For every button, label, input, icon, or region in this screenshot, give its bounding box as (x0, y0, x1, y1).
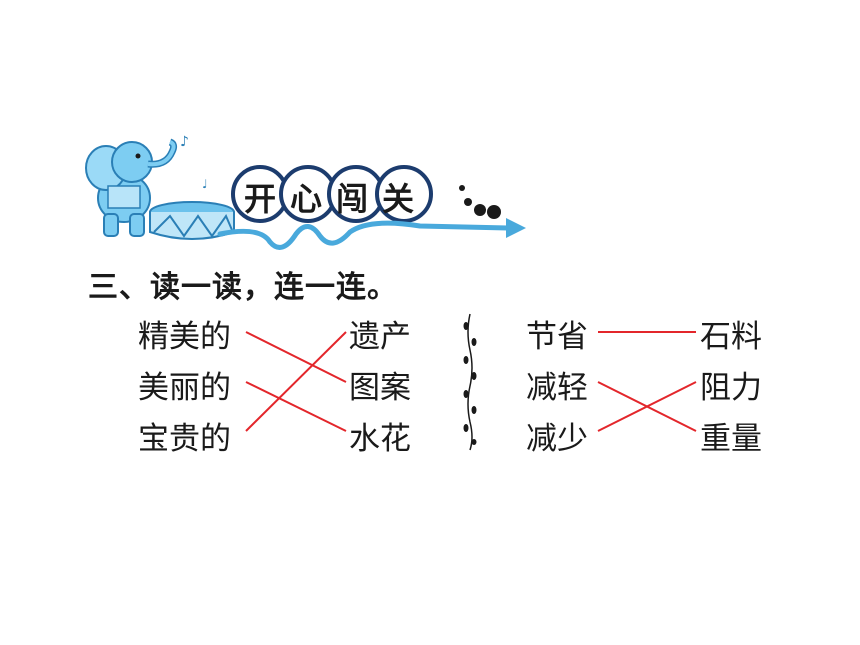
exercise-heading: 三、读一读，连一连。 (88, 270, 398, 305)
left-match-line-2 (245, 331, 347, 432)
svg-text:♪: ♪ (180, 134, 189, 150)
object-2: 重量 (700, 421, 762, 457)
right-connection-lines (597, 331, 697, 432)
adjective-2: 宝贵的 (138, 421, 231, 457)
left-connection-lines (245, 331, 347, 432)
left-match-line-0 (245, 331, 347, 383)
adjective-0: 精美的 (138, 319, 231, 355)
svg-text:♩: ♩ (202, 177, 208, 191)
object-0: 石料 (700, 319, 762, 355)
noun-2: 水花 (349, 421, 411, 457)
object-1: 阻力 (700, 370, 762, 406)
noun-0: 遗产 (349, 319, 411, 355)
banner-graphic (217, 165, 526, 250)
verb-0: 节省 (526, 319, 588, 355)
vine-divider (463, 313, 477, 451)
verb-2: 减少 (526, 421, 588, 457)
banner-title: 开心闯关 (244, 180, 429, 218)
elephant-drum-illustration: ♪ ♩ (85, 134, 235, 240)
verb-1: 减轻 (526, 370, 588, 406)
left-match-line-1 (245, 381, 347, 432)
right-match-line-2 (597, 381, 697, 432)
adjective-1: 美丽的 (138, 370, 231, 406)
noun-1: 图案 (349, 370, 411, 406)
